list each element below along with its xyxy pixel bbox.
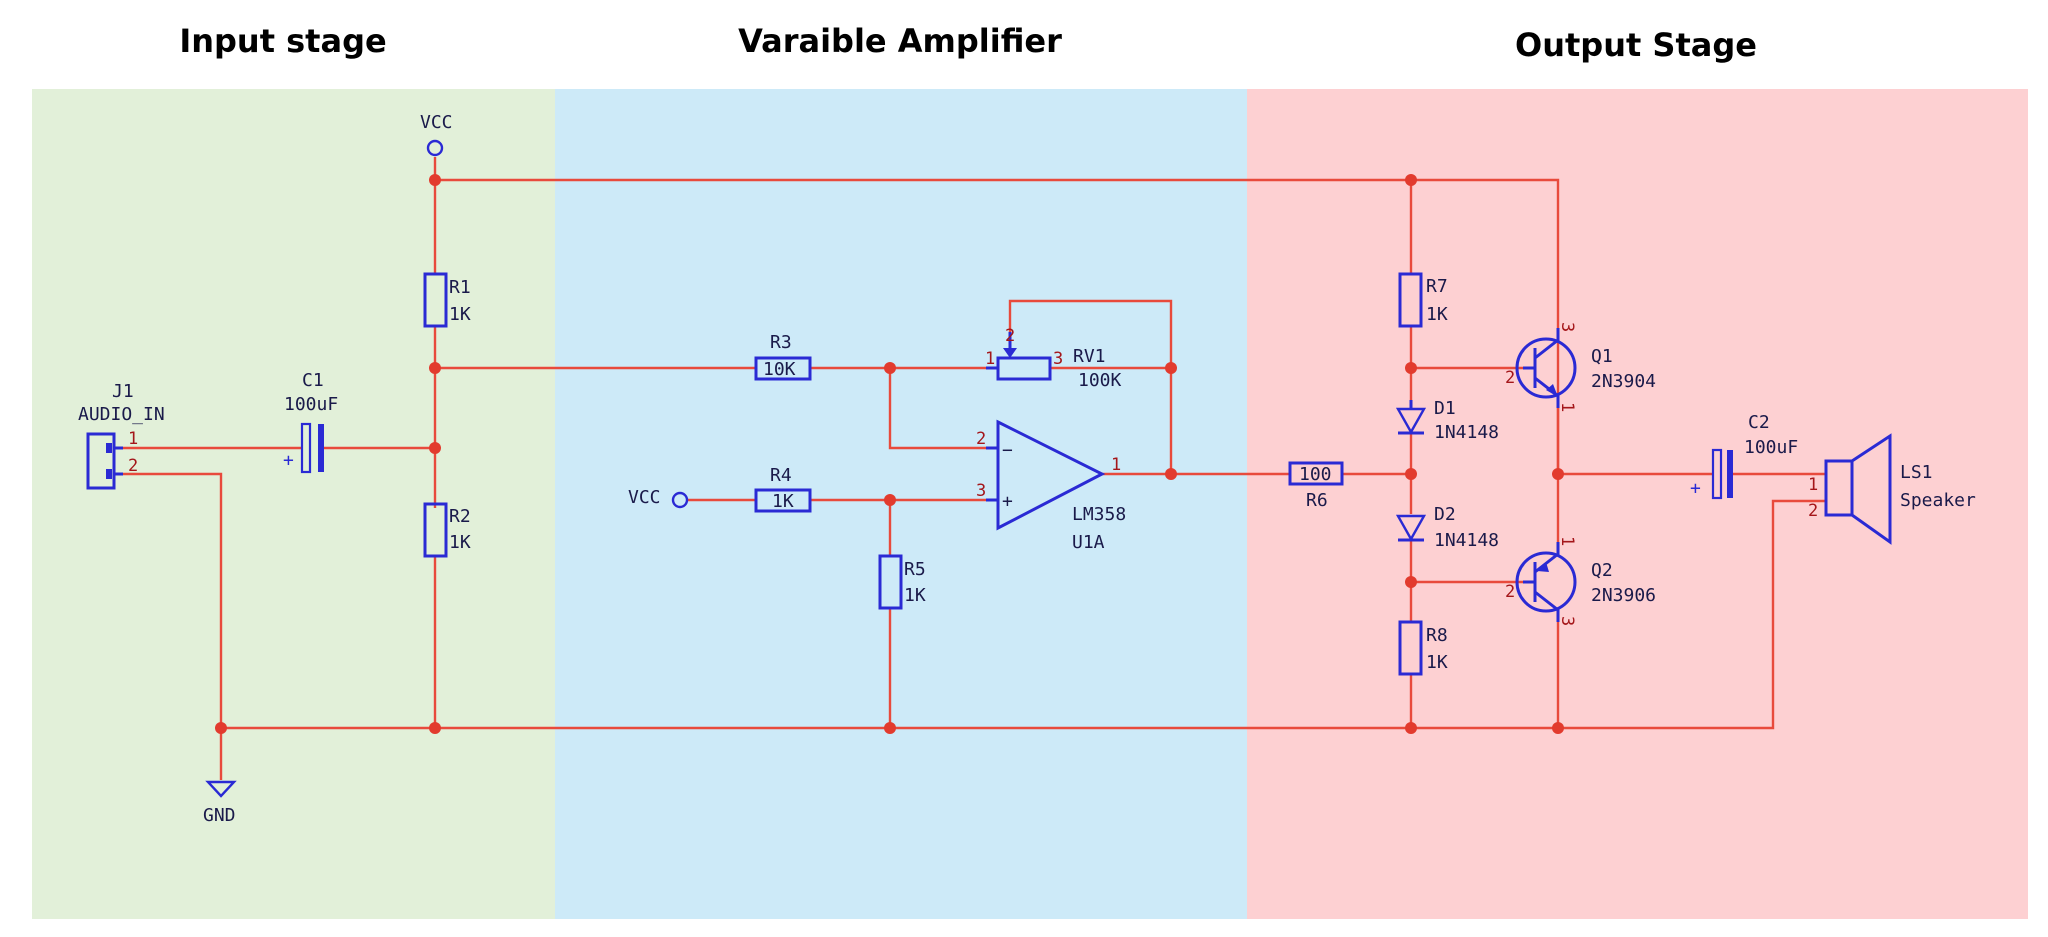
variable-amplifier-title: Varaible Amplifier (738, 22, 1062, 60)
u1-pin-out: 1 (1111, 455, 1121, 475)
j1-value: AUDIO_IN (78, 404, 165, 425)
ls1-pin1: 1 (1808, 475, 1818, 495)
r7-value: 1K (1426, 304, 1448, 325)
resistor-r6: 100 R6 (1288, 461, 1344, 511)
u1-ref: U1A (1072, 532, 1105, 553)
q1-pin-e: 1 (1557, 402, 1577, 412)
resistor-r8: R8 1K (1398, 620, 1448, 676)
d1-value: 1N4148 (1434, 422, 1499, 443)
vcc-r4-label: VCC (628, 487, 661, 508)
resistor-r3: 10K R3 (754, 332, 812, 381)
q1-pin-b: 2 (1505, 368, 1515, 388)
ls1-value: Speaker (1900, 490, 1976, 511)
rv1-value: 100K (1078, 370, 1122, 391)
c1-ref: C1 (302, 370, 324, 391)
r5-ref: R5 (904, 559, 926, 580)
r4-value: 1K (772, 491, 794, 512)
resistor-r4: 1K R4 (754, 465, 812, 513)
c1-polarity: + (283, 450, 294, 471)
q2-pin-b: 2 (1505, 582, 1515, 602)
u1-plus-sign: + (1002, 491, 1013, 512)
q1-value: 2N3904 (1591, 371, 1656, 392)
j1-pin1: 1 (128, 429, 138, 449)
r1-value: 1K (449, 304, 471, 325)
r4-ref: R4 (770, 465, 792, 486)
u1-part: LM358 (1072, 504, 1126, 525)
q1-pin-c: 3 (1557, 322, 1577, 332)
transistor-q1: 2 3 1 Q1 2N3904 (1505, 322, 1656, 412)
gnd-label: GND (203, 805, 236, 826)
r1-ref: R1 (449, 277, 471, 298)
input-stage-panel (32, 89, 555, 919)
d2-value: 1N4148 (1434, 530, 1499, 551)
potentiometer-rv1: 1 2 3 RV1 100K (985, 326, 1122, 391)
c2-value: 100uF (1744, 437, 1798, 458)
c2-polarity: + (1690, 478, 1701, 499)
q1-ref: Q1 (1591, 346, 1613, 367)
capacitor-c1: + C1 100uF (283, 370, 338, 474)
c1-value: 100uF (284, 394, 338, 415)
opamp-u1a: − + 2 3 1 LM358 U1A (976, 419, 1126, 553)
q2-pin-c: 3 (1557, 616, 1577, 626)
resistor-r5: R5 1K (878, 554, 926, 610)
capacitor-c2: + C2 100uF (1690, 412, 1798, 500)
d1-ref: D1 (1434, 398, 1456, 419)
r3-ref: R3 (770, 332, 792, 353)
rv1-pin3: 3 (1053, 349, 1063, 369)
ls1-pin2: 2 (1808, 501, 1818, 521)
j1-ref: J1 (112, 381, 134, 402)
r7-ref: R7 (1426, 276, 1448, 297)
output-stage-title: Output Stage (1515, 26, 1757, 64)
junction-dots (215, 174, 1564, 734)
u1-pin-inv: 2 (976, 429, 986, 449)
diode-d1: D1 1N4148 (1395, 398, 1499, 443)
resistor-r7: R7 1K (1398, 272, 1448, 328)
rv1-pin2: 2 (1005, 326, 1015, 346)
r5-value: 1K (904, 585, 926, 606)
j1-pin2: 2 (128, 456, 138, 476)
r8-value: 1K (1426, 652, 1448, 673)
resistor-r1: R1 1K (423, 272, 471, 328)
speaker-ls1: 1 2 LS1 Speaker (1808, 433, 1976, 545)
r3-value: 10K (763, 359, 796, 380)
transistor-q2: 2 1 3 Q2 2N3906 (1505, 536, 1656, 626)
input-stage-title: Input stage (179, 22, 387, 60)
wires (123, 157, 1826, 780)
gnd-symbol: GND (203, 780, 237, 826)
rv1-pin1: 1 (985, 349, 995, 369)
r8-ref: R8 (1426, 625, 1448, 646)
resistor-r2: R2 1K (423, 502, 471, 558)
u1-minus-sign: − (1002, 440, 1013, 461)
q2-pin-e: 1 (1557, 536, 1577, 546)
ls1-ref: LS1 (1900, 462, 1933, 483)
output-stage-panel (1247, 89, 2028, 919)
connector-j1: J1 AUDIO_IN 1 2 (78, 381, 165, 490)
r6-value: 100 (1299, 464, 1332, 485)
rv1-ref: RV1 (1073, 346, 1106, 367)
vcc-top-label: VCC (420, 112, 453, 133)
r2-value: 1K (449, 532, 471, 553)
q2-value: 2N3906 (1591, 585, 1656, 606)
r6-ref: R6 (1306, 490, 1328, 511)
r2-ref: R2 (449, 506, 471, 527)
vcc-top-symbol: VCC (420, 112, 453, 157)
d2-ref: D2 (1434, 504, 1456, 525)
c2-ref: C2 (1748, 412, 1770, 433)
vcc-r4-symbol: VCC (628, 487, 689, 509)
diode-d2: D2 1N4148 (1395, 504, 1499, 551)
variable-amplifier-panel (555, 89, 1247, 919)
u1-pin-noninv: 3 (976, 481, 986, 501)
q2-ref: Q2 (1591, 560, 1613, 581)
